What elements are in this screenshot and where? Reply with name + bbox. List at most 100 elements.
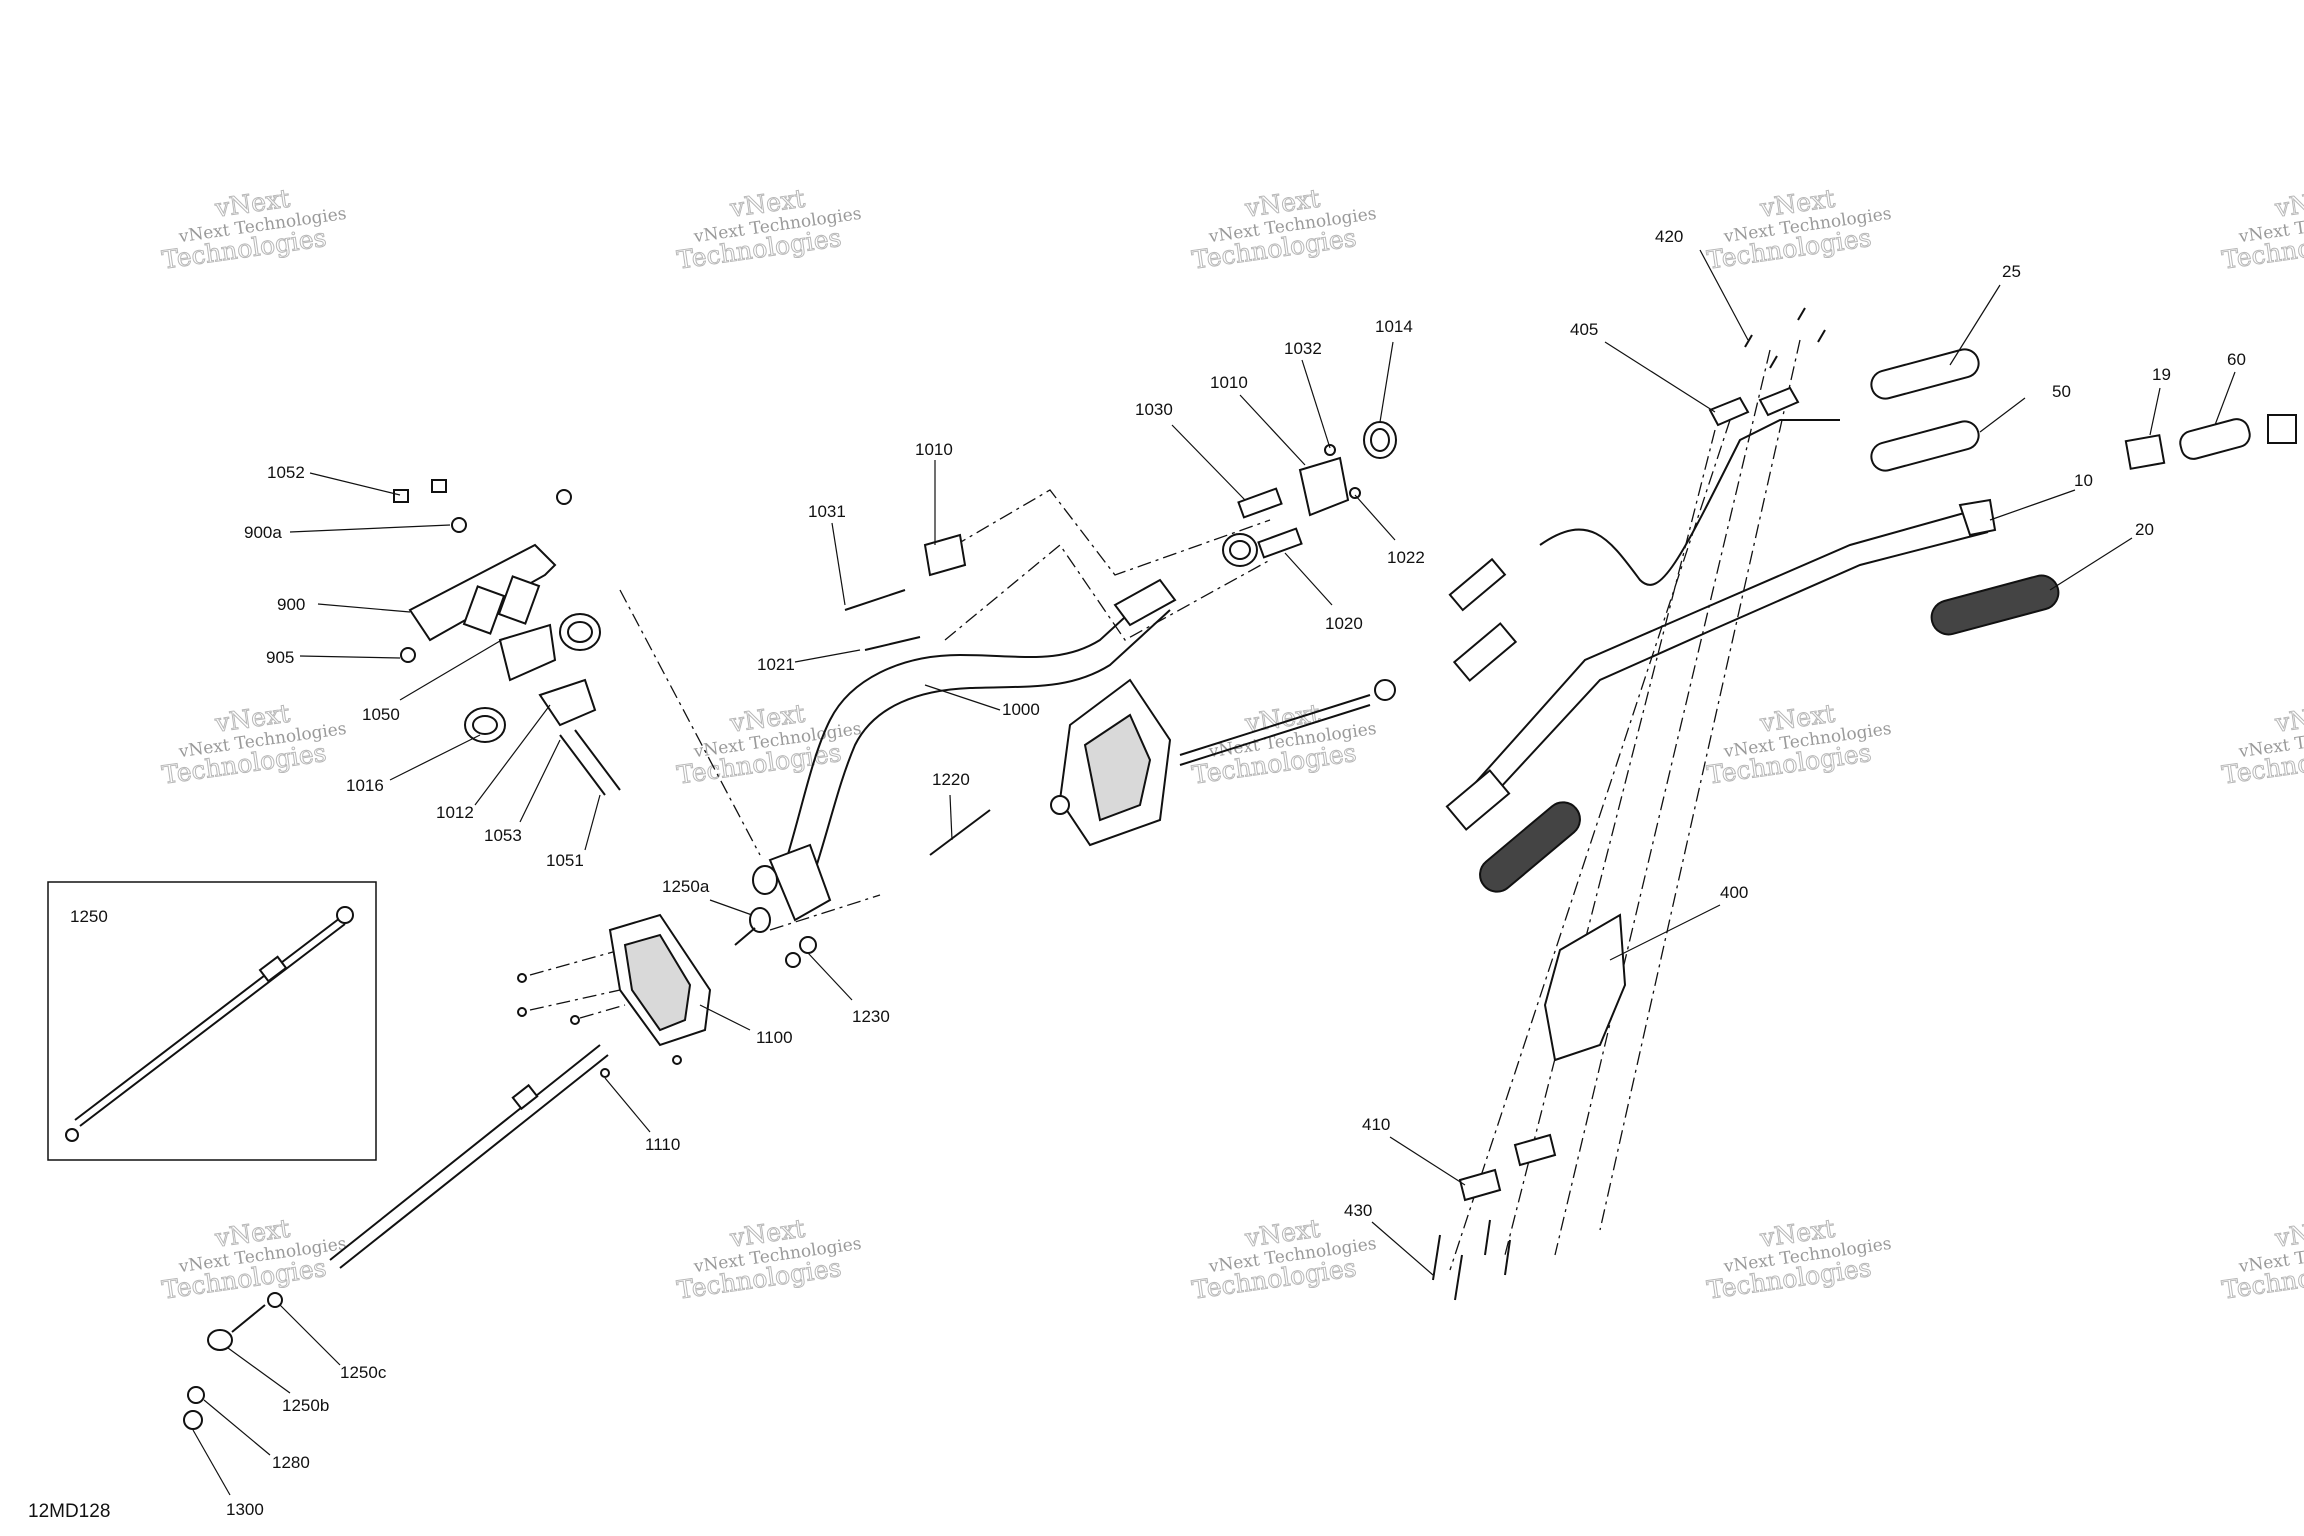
jam-nut-1250c: [267, 1292, 283, 1308]
inset-sleeve: [258, 955, 288, 983]
cable-405: [1539, 419, 1840, 586]
callout-410: 410: [1362, 1115, 1390, 1134]
screw-900a: [451, 517, 467, 533]
steering-cover-1100: [517, 809, 991, 1078]
leader-line: [831, 522, 846, 606]
handlebar-tube-upper: [779, 584, 1161, 881]
handlebar-10-bottom: [1474, 531, 1989, 816]
spacer-block: [462, 585, 506, 635]
handlebar-mount-block: [768, 843, 832, 922]
leader-line: [289, 524, 451, 533]
cover-mount: [1050, 795, 1070, 815]
watermark-line2: vNext: [2272, 699, 2304, 738]
riser-400-assembly: [1432, 913, 1627, 1301]
leader-line: [709, 899, 753, 916]
sleeve-19: [2124, 434, 2166, 470]
callout-1000: 1000: [1002, 700, 1040, 719]
tie-rod-tube: [329, 1044, 601, 1261]
tie-rod-upper: [1179, 694, 1371, 756]
leader-line: [519, 739, 561, 823]
callout-1030: 1030: [1135, 400, 1173, 419]
clamp-1010-upper: [1298, 456, 1350, 517]
washer-1280: [187, 1386, 205, 1404]
callout-1250c: 1250c: [340, 1363, 387, 1382]
assembly-line: [529, 989, 621, 1011]
callout-1050: 1050: [362, 705, 400, 724]
leader-line: [584, 794, 601, 851]
handlebar-1000: [752, 533, 1177, 922]
leader-line: [1301, 359, 1331, 449]
callout-labels: 1052 900a 900 905 1050 1016 1012 1053 10…: [226, 227, 2246, 1519]
callout-1032: 1032: [1284, 339, 1322, 358]
watermark-line2: vNext: [2272, 184, 2304, 223]
callout-1250a: 1250a: [662, 877, 710, 896]
callout-1010: 1010: [915, 440, 953, 459]
callout-1110: 1110: [645, 1135, 680, 1154]
callout-1230: 1230: [852, 1007, 890, 1026]
spacer-block: [497, 575, 541, 625]
watermark-14: vNext vNext Technologies Technologies: [1705, 1213, 1893, 1305]
riser-400: [1543, 913, 1627, 1062]
callout-420: 420: [1655, 227, 1683, 246]
callout-900: 900: [277, 595, 305, 614]
watermark-12: vNext vNext Technologies Technologies: [675, 1213, 863, 1305]
leader-line: [474, 704, 551, 806]
screw-1110: [600, 1068, 610, 1078]
screw-900a: [556, 489, 572, 505]
leader-line: [2049, 537, 2133, 591]
callout-1052: 1052: [267, 463, 305, 482]
watermark-9: vNext vNext Technologies Technologies: [1705, 698, 1893, 790]
inset-label: 1250: [70, 907, 108, 926]
callout-430: 430: [1344, 1201, 1372, 1220]
heated-grip-20: [1930, 574, 2060, 636]
callout-50: 50: [2052, 382, 2071, 401]
inset-1250: 1250: [47, 881, 377, 1161]
handlebar-end: [752, 865, 778, 895]
clamp-1010: [923, 533, 967, 577]
screw-1110: [570, 1015, 580, 1025]
bushing-1014-bore: [1370, 428, 1390, 452]
tie-rod-1250: [183, 1044, 609, 1430]
bolt-430: [1504, 1239, 1511, 1276]
screw-420: [1769, 355, 1778, 369]
inset-rod-end: [65, 1128, 79, 1142]
leader-line: [1239, 394, 1306, 466]
watermark-5: vNext vNext Technologies Technologies: [2220, 183, 2304, 275]
leader-line: [1379, 341, 1394, 423]
screw-1032: [1324, 444, 1336, 456]
tie-rod-tube-2: [339, 1054, 609, 1269]
leader-line: [203, 1399, 271, 1456]
screw-420: [1797, 307, 1806, 321]
callout-1300: 1300: [226, 1500, 264, 1519]
ball-joint-1250a: [749, 907, 771, 933]
ball-joint-stud: [734, 927, 756, 946]
callout-20: 20: [2135, 520, 2154, 539]
diagram-code: 12MD128: [28, 1501, 110, 1522]
callout-60: 60: [2227, 350, 2246, 369]
watermark-3: vNext vNext Technologies Technologies: [1190, 183, 1378, 275]
watermark-8: vNext vNext Technologies Technologies: [1190, 698, 1378, 790]
grip-25: [1870, 348, 1980, 400]
watermarks: vNext vNext Technologies Technologies vN…: [160, 183, 2304, 1305]
callout-1280: 1280: [272, 1453, 310, 1472]
bushing-1022-bore: [1229, 540, 1251, 560]
spacer-1020: [1257, 527, 1303, 559]
leader-line: [389, 734, 481, 781]
clamp-410-2: [1513, 1133, 1557, 1167]
leader-line: [1284, 552, 1333, 606]
bolt-1051: [559, 734, 606, 796]
bolt-430: [1454, 1254, 1463, 1301]
assembly-line: [944, 544, 1271, 641]
leader-line: [924, 684, 1001, 711]
callout-10: 10: [2074, 471, 2093, 490]
watermark-2: vNext vNext Technologies Technologies: [675, 183, 863, 275]
clamp-405: [1708, 396, 1750, 427]
leader-line: [1989, 489, 2076, 521]
assembly-line: [579, 1004, 626, 1019]
callout-405: 405: [1570, 320, 1598, 339]
callout-1012: 1012: [436, 803, 474, 822]
leader-line: [949, 794, 953, 841]
inset-frame: [47, 881, 377, 1161]
rod-end-stud: [231, 1304, 266, 1333]
